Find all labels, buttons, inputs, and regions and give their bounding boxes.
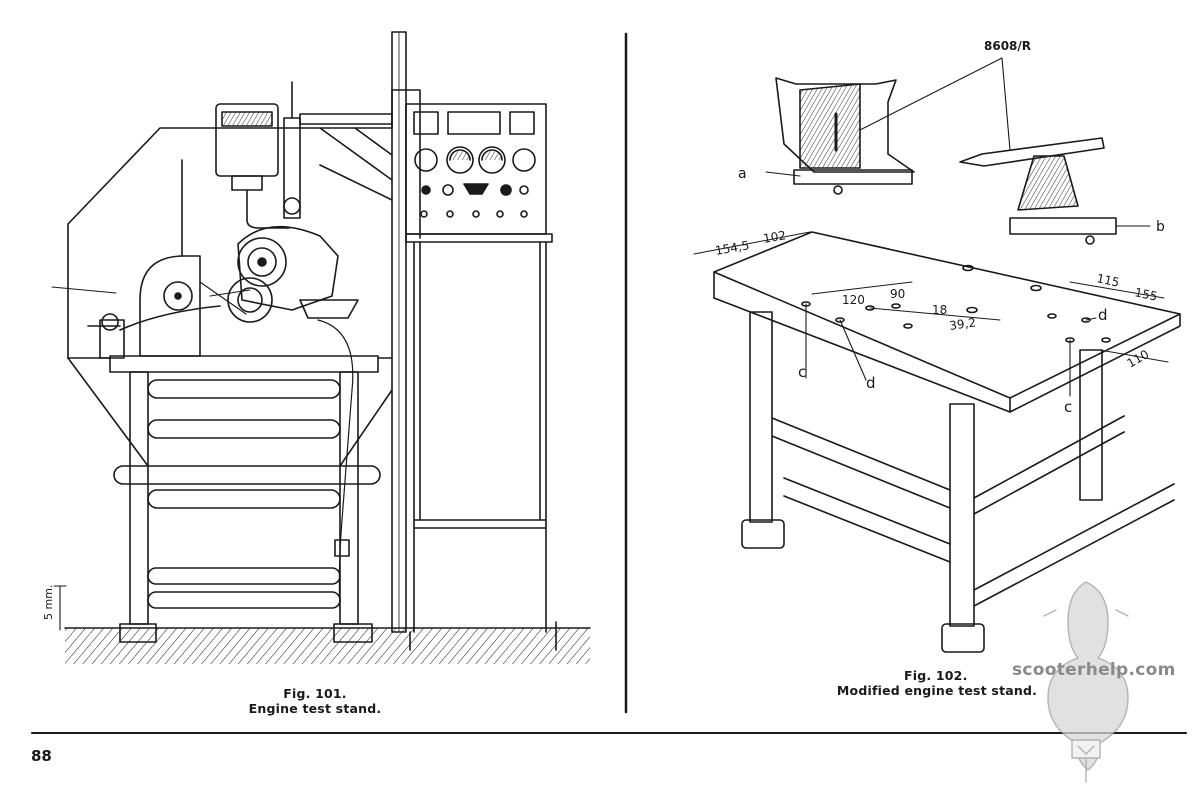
fig102-dimension-120: 120 [842,293,865,307]
fig102-dimension-18: 18 [932,303,947,317]
watermark-text: scooterhelp.com [1012,660,1176,680]
fig102-dimension-110: 110 [1125,347,1152,371]
fig102-number: Fig. 102. [904,668,968,683]
fig102-dimension-102: 102 [762,228,787,246]
page-number: 88 [31,747,52,765]
fig102-label-c-left: c [798,363,806,381]
fig102-label-d-right: d [1098,306,1108,324]
fig101-dimension-label: 5 mm. [42,585,55,620]
fig102-dimension-90: 90 [890,287,905,301]
fig101-engine-test-stand-drawing [51,31,591,664]
fig102-label-d-left: d [866,374,876,392]
fig102-label-c-right: c [1064,398,1072,416]
fig102-title: Modified engine test stand. [836,683,1038,698]
fig102-dimension-39-2: 39,2 [948,315,976,333]
fig101-caption: Fig. 101. Engine test stand. [220,686,410,716]
scooter-silhouette-icon [1043,581,1129,783]
fig102-dimension-155: 155 [1133,285,1158,303]
fig102-modified-test-stand-drawing [693,57,1181,653]
fig102-label-b: b [1156,219,1165,235]
fig102-caption: Fig. 102. Modified engine test stand. [832,668,1042,698]
fig101-number: Fig. 101. [283,686,347,701]
fig101-title: Engine test stand. [248,701,382,716]
fig102-label-a: a [738,166,747,182]
fig102-dimension-115: 115 [1095,271,1120,289]
fig102-dimension-154-5: 154,5 [714,238,750,258]
fig102-tool-code: 8608/R [984,39,1031,53]
